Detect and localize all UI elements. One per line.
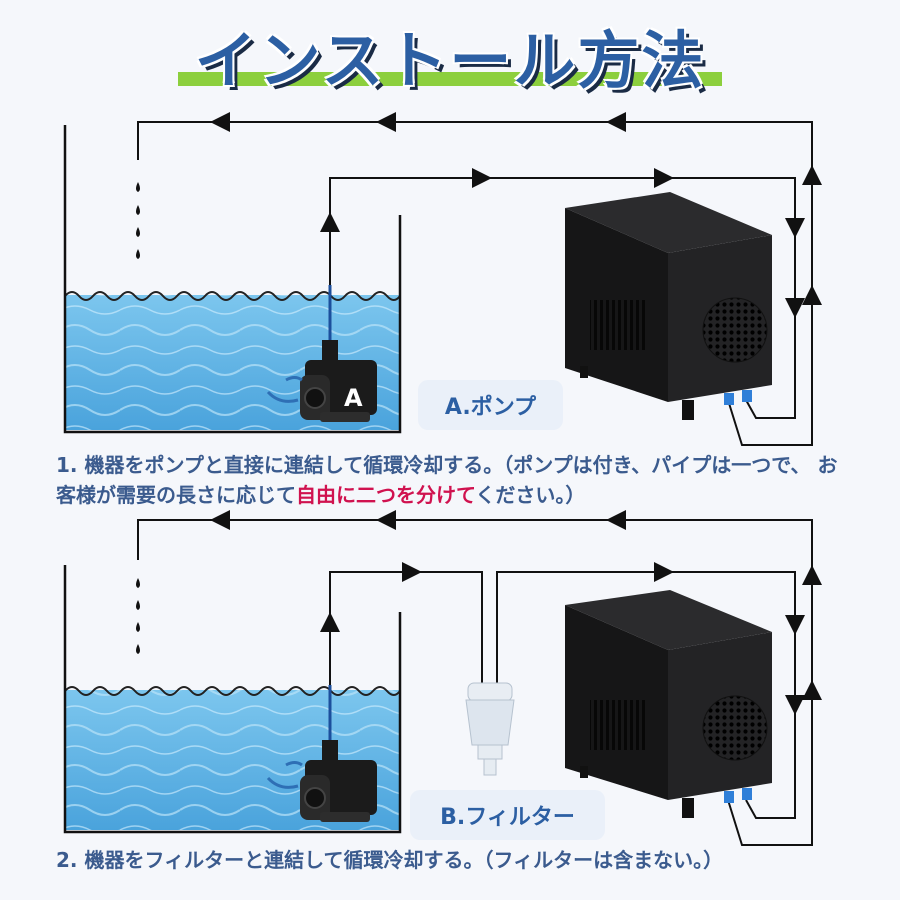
water-drops-a <box>136 182 140 259</box>
section-a-diagram <box>63 112 822 446</box>
title-underline <box>178 72 722 86</box>
description-b: 2. 機器をフィルターと連結して循環冷却する。（フィルターは含まない。） <box>56 848 724 872</box>
section-b-diagram <box>63 510 822 846</box>
description-a-highlight: 自由に二つを分けて <box>296 483 476 507</box>
water-drops-b <box>136 578 140 654</box>
filter-unit <box>465 682 515 776</box>
pump-b <box>300 740 377 822</box>
rotation-arrows-b <box>266 761 303 789</box>
tank-b-walls <box>63 565 402 834</box>
tank-a-wave <box>64 291 401 301</box>
description-a: 1. 機器をポンプと直接に連結して循環冷却する。（ポンプは付き、パイプは一つで、… <box>56 450 856 510</box>
description-a-end: ください。） <box>475 483 586 507</box>
page-title: インストール方法 <box>194 24 706 97</box>
tank-a-walls <box>63 125 402 434</box>
label-pump: A.ポンプ <box>418 380 563 430</box>
tank-b-wave <box>64 686 401 696</box>
return-pipe-a <box>137 121 813 446</box>
chiller-unit-a <box>565 192 772 420</box>
description-a-text: 1. 機器をポンプと直接に連結して循環冷却する。（ポンプは付き、パイプは一つで、… <box>56 453 838 507</box>
pump-a-letter: A <box>344 384 363 412</box>
label-filter: B.フィルター <box>410 790 605 840</box>
pump-a <box>300 340 377 422</box>
rotation-arrows-a <box>266 376 303 403</box>
chiller-unit-b <box>565 590 772 818</box>
